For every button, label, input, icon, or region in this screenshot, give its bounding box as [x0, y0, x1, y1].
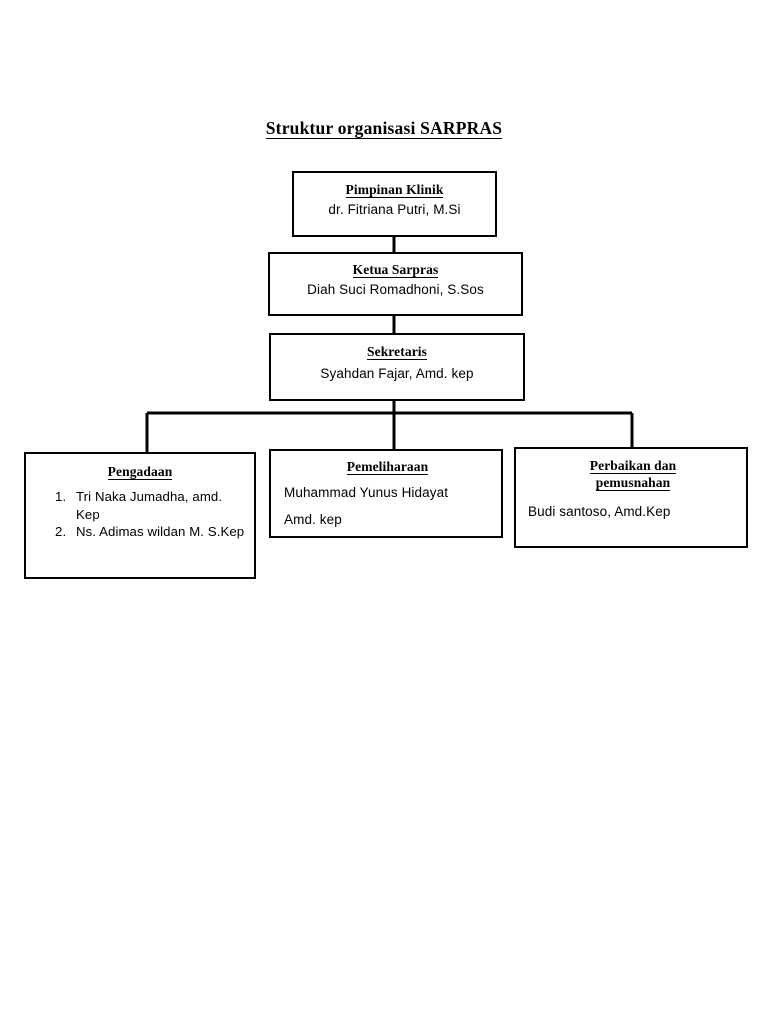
- org-node-role-text-line-2: pemusnahan: [595, 475, 671, 492]
- list-item: Tri Naka Jumadha, amd. Kep: [70, 488, 246, 523]
- org-node-role-line-2: pemusnahan: [528, 474, 738, 492]
- org-node-role-text: Pengadaan: [107, 464, 173, 480]
- org-node-sekretaris: Sekretaris Syahdan Fajar, Amd. kep: [269, 333, 525, 401]
- org-node-person: dr. Fitriana Putri, M.Si: [328, 202, 461, 218]
- org-node-member-list: Tri Naka Jumadha, amd. Kep Ns. Adimas wi…: [34, 488, 246, 540]
- org-node-role: Ketua Sarpras: [276, 261, 515, 278]
- org-node-person: Syahdan Fajar, Amd. kep: [320, 366, 474, 382]
- org-node-role: Pimpinan Klinik: [300, 181, 489, 198]
- org-node-role-text: Sekretaris: [367, 344, 427, 360]
- org-node-pemeliharaan: Pemeliharaan Muhammad Yunus Hidayat Amd.…: [269, 449, 503, 538]
- org-node-person: Diah Suci Romadhoni, S.Sos: [307, 282, 484, 298]
- org-node-role-text: Ketua Sarpras: [352, 262, 439, 278]
- org-node-person: Budi santoso, Amd.Kep: [528, 503, 671, 519]
- org-node-role: Pengadaan: [34, 463, 246, 480]
- org-node-role: Sekretaris: [277, 343, 517, 360]
- org-node-pimpinan-klinik: Pimpinan Klinik dr. Fitriana Putri, M.Si: [292, 171, 497, 237]
- org-node-person-line-2: Amd. kep: [284, 511, 342, 527]
- list-item: Ns. Adimas wildan M. S.Kep: [70, 523, 246, 540]
- org-node-pengadaan: Pengadaan Tri Naka Jumadha, amd. Kep Ns.…: [24, 452, 256, 579]
- org-node-role-text-line-1: Perbaikan dan: [589, 458, 677, 474]
- org-node-person-line-1: Muhammad Yunus Hidayat: [284, 485, 449, 501]
- page-title-text: Struktur organisasi SARPRAS: [265, 118, 503, 139]
- org-node-role-line-1: Perbaikan dan: [528, 457, 738, 474]
- org-node-role: Pemeliharaan: [284, 458, 491, 475]
- org-node-ketua-sarpras: Ketua Sarpras Diah Suci Romadhoni, S.Sos: [268, 252, 523, 316]
- org-node-role-text: Pemeliharaan: [346, 459, 429, 475]
- org-node-perbaikan-dan-pemusnahan: Perbaikan dan pemusnahan Budi santoso, A…: [514, 447, 748, 548]
- org-node-role-text: Pimpinan Klinik: [345, 182, 444, 198]
- page-title: Struktur organisasi SARPRAS: [0, 118, 768, 139]
